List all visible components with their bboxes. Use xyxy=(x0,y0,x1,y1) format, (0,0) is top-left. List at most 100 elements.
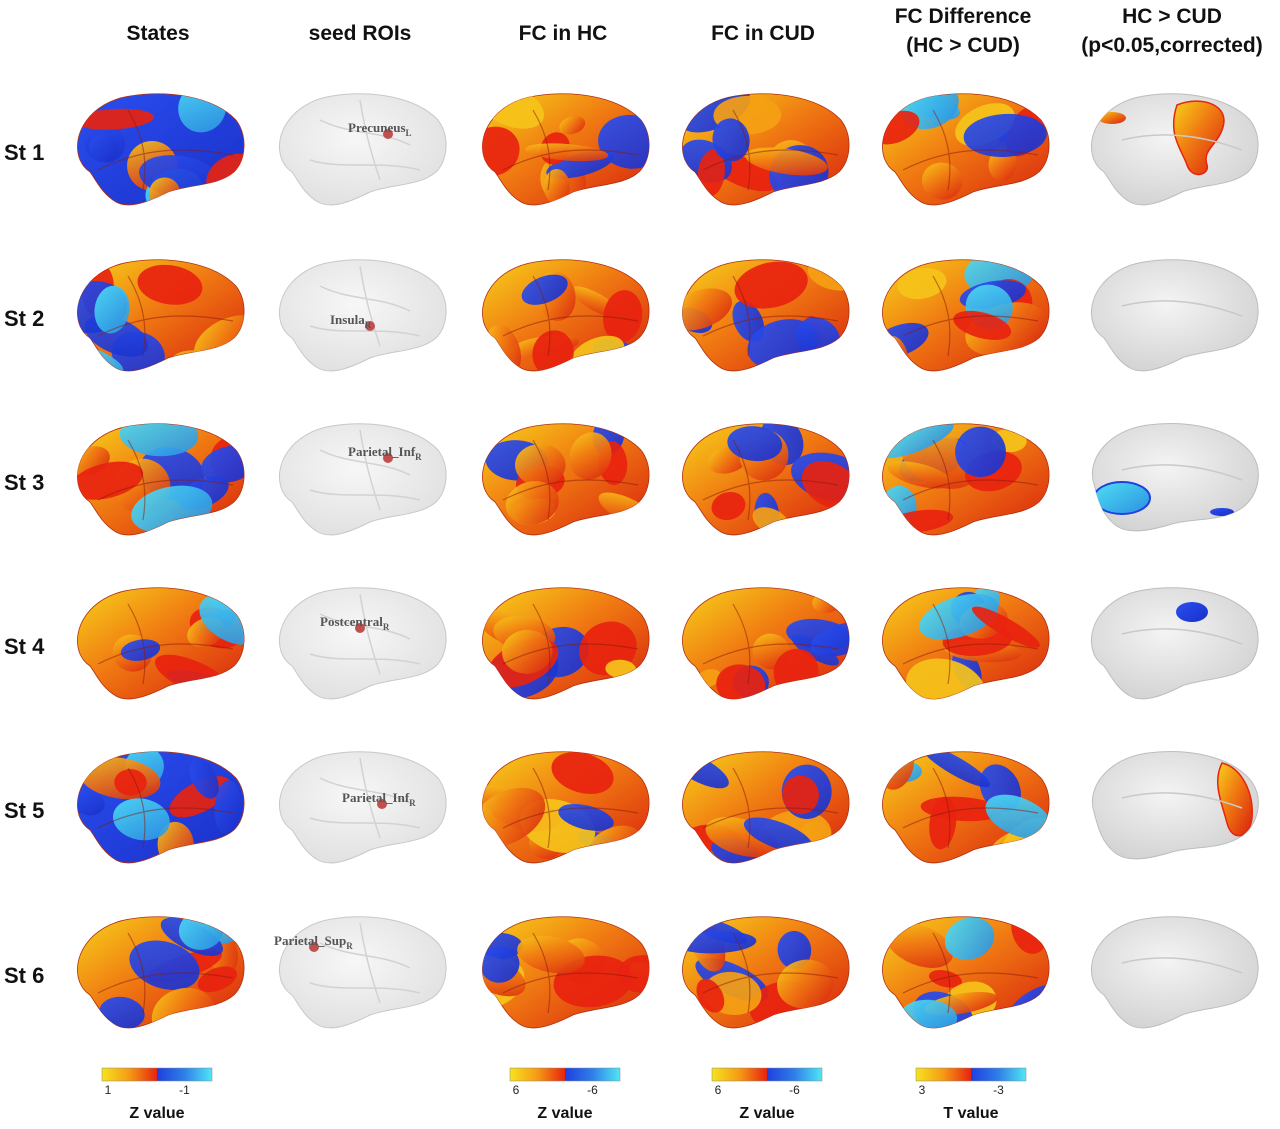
sulcus-line xyxy=(1121,300,1243,317)
activation-patch xyxy=(603,290,643,343)
sulcus-line xyxy=(902,109,1039,191)
seed-brain-surface xyxy=(278,916,447,1029)
brain-r5-c4 xyxy=(682,751,850,864)
colorbar-4 xyxy=(915,1067,1027,1082)
activation-patch xyxy=(810,622,850,657)
seed-roi-subscript: R xyxy=(383,622,390,632)
activation-patch xyxy=(963,113,1047,158)
brain-r2-c6 xyxy=(1090,259,1259,372)
seed-roi-dot xyxy=(383,129,393,139)
colorbar-2 xyxy=(509,1067,621,1082)
seed-roi-label: Parietal_InfR xyxy=(342,790,416,808)
seed-roi-subscript: L xyxy=(406,128,412,138)
activation-patch xyxy=(77,108,154,130)
colorbar-title: T value xyxy=(943,1105,998,1122)
brain-r1-c3 xyxy=(482,93,650,206)
activation-patch xyxy=(199,593,245,645)
activation-patch xyxy=(558,803,614,831)
activation-patch xyxy=(214,780,241,834)
sulcus-line xyxy=(502,603,639,685)
colorbar-min-label: 6 xyxy=(513,1083,520,1097)
colorbar-max-label: -3 xyxy=(993,1083,1004,1097)
activation-patch xyxy=(906,658,986,699)
brain-r3-c5 xyxy=(882,423,1050,536)
brain-r1-c6 xyxy=(1090,93,1259,206)
activation-patch xyxy=(971,606,1040,648)
sulcus-line xyxy=(309,593,421,675)
row-label-4: St 4 xyxy=(4,634,45,659)
activation-patch xyxy=(777,930,812,969)
brain-r5-c3 xyxy=(482,751,650,864)
colorbar-title: Z value xyxy=(537,1105,592,1122)
brain-r3-c6 xyxy=(1092,423,1259,532)
activation-patch xyxy=(921,751,991,788)
activation-patch xyxy=(89,133,119,163)
seed-roi-label: InsulaR xyxy=(330,312,372,330)
activation-patch xyxy=(928,970,963,988)
colorbar-min-label: 1 xyxy=(105,1083,112,1097)
activation-patch xyxy=(502,629,553,674)
activation-patch xyxy=(482,126,520,177)
activation-patch xyxy=(77,461,144,500)
activation-patch xyxy=(745,147,828,176)
activation-patch xyxy=(77,789,105,816)
colorbar-3 xyxy=(711,1067,823,1082)
row-label-6: St 6 xyxy=(4,963,44,988)
sulcus-line xyxy=(902,932,1039,1014)
activation-patch xyxy=(953,310,1012,340)
activation-patch xyxy=(616,955,650,993)
seed-roi-label: Parietal_SupR xyxy=(274,933,353,951)
column-header-4: FC in CUD xyxy=(711,22,815,45)
sulcus-line xyxy=(309,757,421,839)
brain-r3-c2: Parietal_InfR xyxy=(278,423,447,536)
brain-r2-c1 xyxy=(77,259,245,372)
column-header-1: States xyxy=(126,22,189,45)
column-header-5: FC Difference xyxy=(895,5,1032,28)
activation-patch xyxy=(515,443,566,487)
activation-patch xyxy=(732,300,765,343)
sulcus-line xyxy=(1121,792,1243,809)
activation-patch xyxy=(482,945,520,983)
brain-r1-c5 xyxy=(882,93,1050,206)
seed-brain-surface xyxy=(278,751,447,864)
activation-patch xyxy=(543,168,570,205)
activation-patch xyxy=(882,423,954,459)
sulcus-line xyxy=(702,275,839,357)
seed-roi-dot xyxy=(309,942,319,952)
activation-patch xyxy=(99,996,145,1028)
sulcus-line xyxy=(309,429,421,511)
colorbar-min-label: 3 xyxy=(919,1083,926,1097)
activation-patch xyxy=(812,349,850,368)
result-brain-surface xyxy=(1090,916,1259,1029)
sulcus-line xyxy=(502,109,639,191)
brain-r5-c5 xyxy=(882,751,1050,864)
column-subheader-5: (HC > CUD) xyxy=(906,34,1020,57)
activation-patch xyxy=(137,264,203,305)
seed-roi-dot xyxy=(355,623,365,633)
sulcus-line xyxy=(502,767,639,849)
seed-roi-label: PostcentralR xyxy=(320,614,390,632)
activation-patch xyxy=(727,426,783,462)
row-label-2: St 2 xyxy=(4,306,44,331)
colorbar-max-label: -6 xyxy=(789,1083,800,1097)
activation-patch xyxy=(551,752,614,794)
seed-brain-surface xyxy=(278,93,447,206)
brain-r6-c3 xyxy=(482,916,650,1029)
column-header-6: HC > CUD xyxy=(1122,5,1222,28)
sulcus-line xyxy=(97,275,234,357)
sulcus-line xyxy=(502,932,639,1014)
sig-cluster-cold xyxy=(1210,508,1234,516)
colorbar-title: Z value xyxy=(739,1105,794,1122)
colorbar-1 xyxy=(101,1067,213,1082)
brain-r1-c4 xyxy=(682,93,850,206)
activation-patch xyxy=(569,432,612,480)
seed-roi-dot xyxy=(383,453,393,463)
sulcus-line xyxy=(702,767,839,849)
brain-r4-c4 xyxy=(682,587,850,700)
row-labels: St 1St 2St 3St 4St 5St 6 xyxy=(4,140,45,988)
brain-r4-c2: PostcentralR xyxy=(278,587,447,700)
activation-patch xyxy=(521,274,568,305)
seed-roi-label: PrecuneusL xyxy=(348,120,412,138)
activation-patch xyxy=(505,481,559,526)
